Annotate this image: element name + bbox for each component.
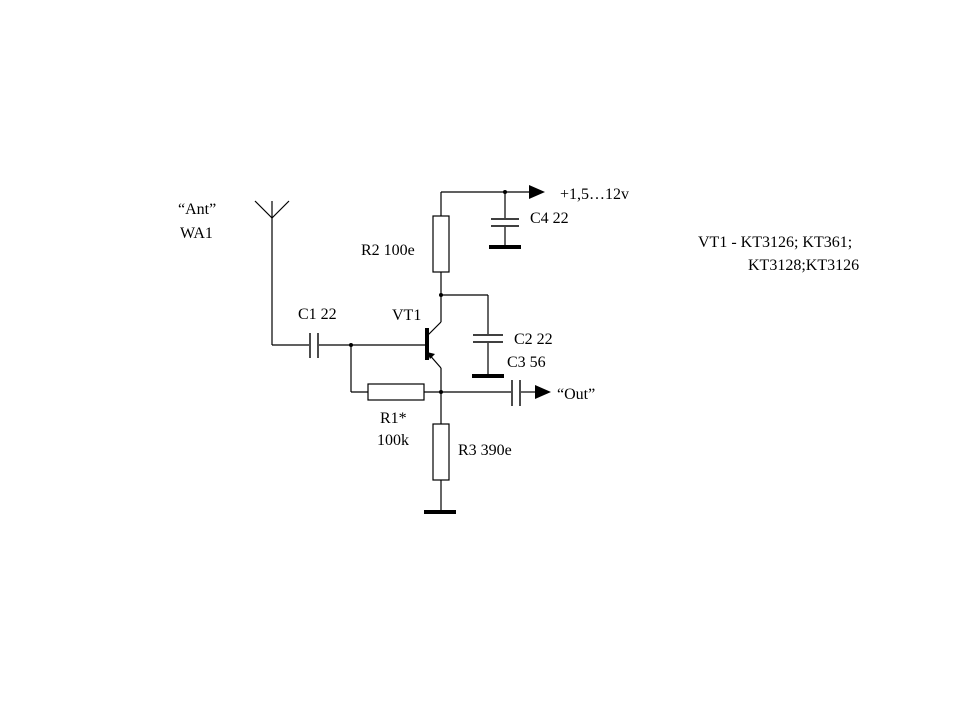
label-c3: C3 56 (507, 354, 546, 371)
label-antenna-quote: “Ant” (178, 201, 216, 218)
resistor-r2 (432, 215, 450, 273)
label-supply: +1,5…12v (560, 186, 629, 203)
capacitor-c4 (491, 192, 519, 246)
resistor-r3 (432, 423, 450, 481)
supply-arrow (529, 185, 545, 199)
label-antenna-ref: WA1 (180, 225, 213, 242)
label-r2: R2 100e (361, 242, 415, 259)
label-c2: C2 22 (514, 331, 553, 348)
note-line-1: VT1 - KT3126; KT361; (698, 234, 852, 251)
label-r1-ref: R1* (380, 410, 407, 427)
output-arrow (535, 385, 551, 399)
transistor-vt1 (425, 321, 442, 369)
label-output: “Out” (557, 386, 595, 403)
label-c1: C1 22 (298, 306, 337, 323)
label-vt1: VT1 (392, 307, 421, 324)
capacitor-c1 (309, 333, 319, 358)
capacitor-c2-c3 (473, 295, 503, 375)
note-line-2: KT3128;KT3126 (748, 257, 859, 274)
label-r3: R3 390e (458, 442, 512, 459)
resistor-r1 (367, 383, 425, 401)
label-c4: C4 22 (530, 210, 569, 227)
antenna-wa1 (254, 200, 290, 345)
capacitor-output (511, 380, 521, 406)
label-r1-value: 100k (377, 432, 409, 449)
